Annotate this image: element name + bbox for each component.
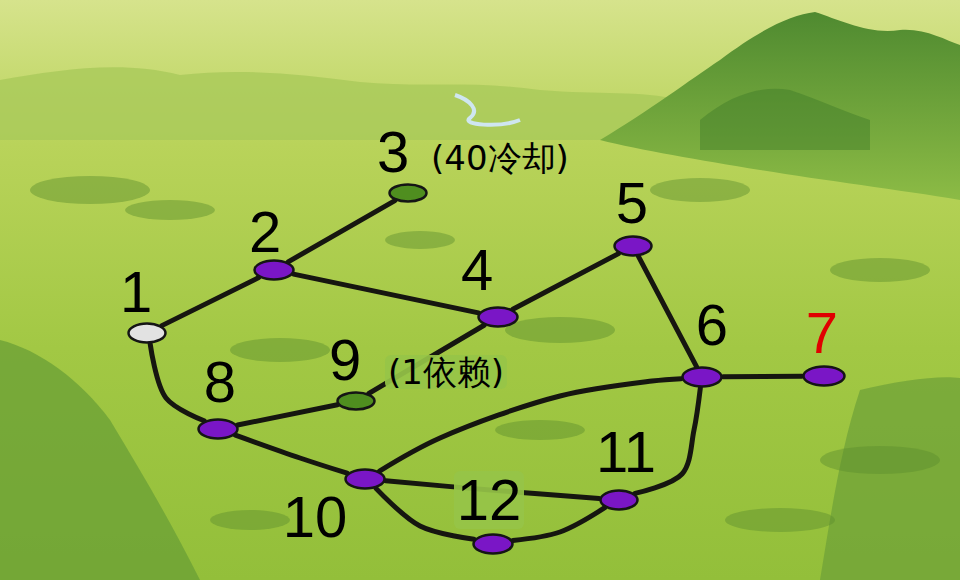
stage-number: 6 — [696, 296, 728, 354]
node-oval — [472, 533, 514, 555]
map-node: 5 — [613, 235, 653, 257]
stage-number: 1 — [120, 263, 152, 321]
node-oval-shape — [479, 308, 518, 327]
stage-note: (40冷却) — [431, 141, 569, 175]
route-line — [288, 201, 395, 262]
node-oval-shape — [129, 324, 166, 343]
map-node: 6 — [681, 366, 723, 388]
node-oval-shape — [199, 420, 238, 439]
map-node: 8 — [197, 418, 239, 440]
map-node: 7 — [802, 365, 846, 387]
route-line — [639, 257, 697, 367]
node-oval — [388, 183, 428, 203]
stage-number: 8 — [204, 353, 236, 411]
node-oval-shape — [338, 393, 375, 410]
node-oval — [802, 365, 846, 387]
map-node: 12 — [472, 533, 514, 555]
node-oval — [599, 489, 639, 511]
map-node: 3(40冷却) — [388, 183, 428, 203]
slope — [0, 340, 200, 580]
stage-number: 9 — [329, 331, 361, 389]
node-oval — [127, 322, 167, 344]
stage-number: 10 — [283, 488, 348, 546]
map-node: 11 — [599, 489, 639, 511]
stage-number: 4 — [461, 241, 493, 299]
stage-number: 2 — [249, 203, 281, 261]
route-line — [162, 278, 259, 326]
node-oval-shape — [346, 470, 385, 489]
route-line — [513, 254, 619, 310]
node-oval — [477, 306, 519, 328]
forest-patches — [30, 176, 940, 532]
map-node: 1 — [127, 322, 167, 344]
map-node: 2 — [253, 259, 295, 281]
node-oval-shape — [390, 185, 427, 202]
far-hills — [0, 67, 680, 140]
route-line — [150, 344, 204, 421]
map-node: 4 — [477, 306, 519, 328]
stage-number: 12 — [454, 471, 525, 529]
route-line — [513, 508, 605, 541]
slope — [820, 377, 960, 580]
mountain-shade — [700, 89, 870, 150]
stage-number: 11 — [596, 423, 656, 481]
node-oval-shape — [683, 368, 722, 387]
stage-note: (1依赖) — [385, 355, 507, 389]
node-oval-shape — [255, 261, 294, 280]
map-node: 9(1依赖) — [336, 391, 376, 411]
node-oval — [336, 391, 376, 411]
mountain — [600, 12, 960, 200]
node-oval — [613, 235, 653, 257]
route-line — [723, 374, 802, 380]
stage-number: 5 — [616, 174, 648, 232]
map-node: 10 — [344, 468, 386, 490]
stage-number: 7 — [806, 304, 838, 362]
node-oval — [344, 468, 386, 490]
node-oval-shape — [615, 237, 652, 256]
river — [455, 95, 520, 125]
route-line — [293, 274, 478, 313]
stage-number: 3 — [377, 123, 409, 181]
route-line — [235, 435, 347, 473]
node-oval-shape — [474, 535, 513, 554]
node-oval — [681, 366, 723, 388]
node-oval-shape — [804, 367, 845, 386]
node-oval — [197, 418, 239, 440]
node-oval — [253, 259, 295, 281]
route-line — [238, 405, 338, 425]
node-oval-shape — [601, 491, 638, 510]
